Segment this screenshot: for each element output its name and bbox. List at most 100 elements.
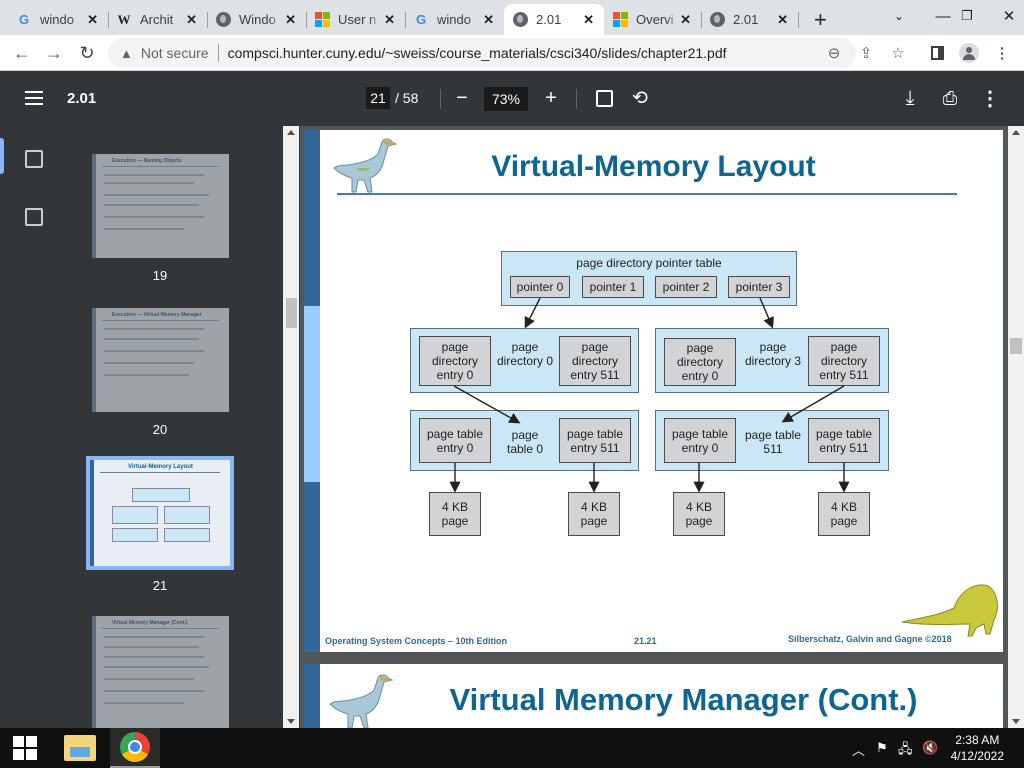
file-explorer-icon[interactable] bbox=[55, 728, 105, 768]
volume-muted-icon[interactable]: 🔇 bbox=[922, 740, 939, 755]
sidebar-scrollbar[interactable] bbox=[283, 126, 299, 728]
pt511-entry-0: page table entry 0 bbox=[664, 418, 736, 463]
close-icon[interactable]: ✕ bbox=[186, 11, 197, 27]
microsoft-icon bbox=[612, 12, 628, 28]
pd0-entry-511: page directory entry 511 bbox=[559, 336, 631, 386]
menu-hamburger-icon[interactable] bbox=[25, 91, 43, 105]
close-icon[interactable]: ✕ bbox=[777, 11, 788, 27]
pd0-label: page directory 0 bbox=[496, 340, 554, 368]
thumbnail-page-22[interactable]: Virtual Memory Manager (Cont.) bbox=[92, 616, 229, 728]
close-window-button[interactable]: ✕ bbox=[1002, 8, 1016, 25]
print-icon[interactable]: ⎙ bbox=[942, 87, 958, 108]
page-number-input[interactable]: 21 bbox=[366, 87, 390, 109]
restore-button[interactable]: ❐ bbox=[961, 8, 973, 23]
close-icon[interactable]: ✕ bbox=[483, 11, 494, 27]
forward-button[interactable]: → bbox=[45, 42, 63, 63]
profile-avatar[interactable] bbox=[958, 43, 980, 63]
pdf-page-22: Virtual Memory Manager (Cont.) bbox=[304, 664, 1003, 728]
pdf-toolbar: 2.01 21 / 58 − 73% + ⟲ ⤓ ⎙ ⋮ bbox=[0, 71, 1024, 126]
action-center-flag-icon[interactable]: ⚑ bbox=[876, 740, 888, 755]
thumbnail-label-21: 21 bbox=[152, 578, 168, 593]
zoom-in-button[interactable]: + bbox=[545, 86, 557, 109]
pd0-entry-0: page directory entry 0 bbox=[419, 336, 491, 386]
zoom-out-button[interactable]: − bbox=[456, 86, 468, 109]
pt0-entry-511: page table entry 511 bbox=[559, 418, 631, 463]
viewer-scrollbar[interactable] bbox=[1008, 126, 1024, 728]
arrow-pd0-to-pt0 bbox=[453, 385, 521, 424]
share-icon[interactable]: ⇪ bbox=[859, 45, 873, 62]
arrow-pointer3-to-pd3 bbox=[759, 297, 774, 329]
tab-4[interactable]: User n ✕ bbox=[306, 4, 406, 35]
tab-5[interactable]: G windo ✕ bbox=[405, 4, 504, 35]
globe-icon bbox=[512, 12, 528, 28]
thumbnail-label-20: 20 bbox=[152, 422, 168, 437]
microsoft-icon bbox=[314, 12, 330, 28]
minimize-button[interactable]: — bbox=[935, 7, 951, 25]
outline-view-icon[interactable] bbox=[25, 208, 43, 226]
google-icon: G bbox=[415, 12, 427, 27]
zoom-icon[interactable]: ⊖ bbox=[827, 45, 841, 62]
new-tab-button[interactable]: + bbox=[814, 6, 827, 32]
page-4kb-1: 4 KB page bbox=[429, 492, 481, 536]
side-panel-icon[interactable] bbox=[926, 43, 948, 63]
network-icon[interactable]: 🖧 bbox=[898, 741, 913, 756]
arrow-pointer0-to-pd0 bbox=[524, 297, 541, 329]
chrome-taskbar-icon[interactable] bbox=[110, 728, 160, 768]
pointer-2: pointer 2 bbox=[655, 276, 717, 298]
windows-start-icon[interactable] bbox=[0, 728, 50, 768]
pt0-entry-0: page table entry 0 bbox=[419, 418, 491, 463]
reload-button[interactable]: ↻ bbox=[79, 42, 95, 63]
bookmark-star-icon[interactable]: ☆ bbox=[891, 45, 905, 62]
pt511-label: page table 511 bbox=[744, 428, 802, 456]
address-toolbar: ← → ↻ ▲ Not secure compsci.hunter.cuny.e… bbox=[0, 35, 1024, 71]
close-icon[interactable]: ✕ bbox=[583, 11, 594, 27]
more-actions-icon[interactable]: ⋮ bbox=[980, 87, 1000, 110]
tab-7[interactable]: Overvi ✕ bbox=[604, 4, 702, 35]
fit-page-icon[interactable] bbox=[592, 86, 616, 110]
close-icon[interactable]: ✕ bbox=[384, 11, 395, 27]
thumbnail-page-21-selected[interactable]: Virtual-Memory Layout bbox=[86, 456, 234, 570]
slide-title: Virtual-Memory Layout bbox=[491, 150, 816, 183]
zoom-level-input[interactable]: 73% bbox=[484, 87, 528, 111]
footer-left: Operating System Concepts – 10th Edition bbox=[325, 636, 508, 646]
next-slide-title: Virtual Memory Manager (Cont.) bbox=[449, 682, 918, 717]
page-4kb-4: 4 KB page bbox=[818, 492, 870, 536]
pt0-label: page table 0 bbox=[506, 428, 544, 456]
system-clock[interactable]: 2:38 AM 4/12/2022 bbox=[950, 733, 1004, 763]
thumbnails-view-icon[interactable] bbox=[25, 150, 43, 168]
tab-search-chevron-icon[interactable]: ⌄ bbox=[893, 9, 905, 23]
pd3-entry-511: page directory entry 511 bbox=[808, 336, 880, 386]
rotate-icon[interactable]: ⟲ bbox=[632, 87, 648, 109]
pdf-viewer: Virtual-Memory Layout page directory poi… bbox=[300, 126, 1008, 728]
tab-3[interactable]: Windo ✕ bbox=[207, 4, 307, 35]
footer-right: Silberschatz, Galvin and Gagne ©2018 bbox=[788, 634, 952, 644]
pdpt-label: page directory pointer table bbox=[576, 256, 722, 270]
globe-icon bbox=[215, 12, 231, 28]
google-icon: G bbox=[18, 12, 30, 27]
dinosaur-footer-icon bbox=[901, 584, 998, 637]
close-icon[interactable]: ✕ bbox=[285, 11, 296, 27]
thumbnail-page-20[interactable]: Execution — Virtual Memory Manager bbox=[92, 308, 229, 412]
menu-kebab-icon[interactable]: ⋮ bbox=[994, 45, 1010, 62]
page-total: / 58 bbox=[395, 90, 419, 106]
back-button[interactable]: ← bbox=[13, 42, 31, 63]
close-icon[interactable]: ✕ bbox=[680, 11, 691, 27]
tab-2[interactable]: W Archit ✕ bbox=[108, 4, 208, 35]
pt511-entry-511: page table entry 511 bbox=[808, 418, 880, 463]
omnibox[interactable]: ▲ Not secure compsci.hunter.cuny.edu/~sw… bbox=[108, 38, 856, 68]
warning-icon[interactable]: ▲ bbox=[120, 45, 133, 61]
pd3-entry-0: page directory entry 0 bbox=[664, 338, 736, 386]
close-icon[interactable]: ✕ bbox=[87, 11, 98, 27]
windows-taskbar: ︿ ⚑ 🖧 🔇 2:38 AM 4/12/2022 bbox=[0, 728, 1024, 768]
thumbnail-page-19[interactable]: Execution — Naming Objects bbox=[92, 154, 229, 258]
url-text[interactable]: compsci.hunter.cuny.edu/~sweiss/course_m… bbox=[227, 45, 727, 61]
pointer-1: pointer 1 bbox=[582, 276, 644, 298]
dinosaur-logo-icon bbox=[329, 674, 394, 728]
tab-1[interactable]: G windo ✕ bbox=[8, 4, 109, 35]
diagram-arrows bbox=[449, 297, 850, 493]
show-hidden-icons-chevron[interactable]: ︿ bbox=[852, 743, 866, 758]
page-4kb-2: 4 KB page bbox=[568, 492, 620, 536]
download-icon[interactable]: ⤓ bbox=[905, 86, 915, 109]
tab-6-active[interactable]: 2.01 ✕ bbox=[504, 4, 604, 35]
tab-8[interactable]: 2.01 ✕ bbox=[701, 4, 799, 35]
